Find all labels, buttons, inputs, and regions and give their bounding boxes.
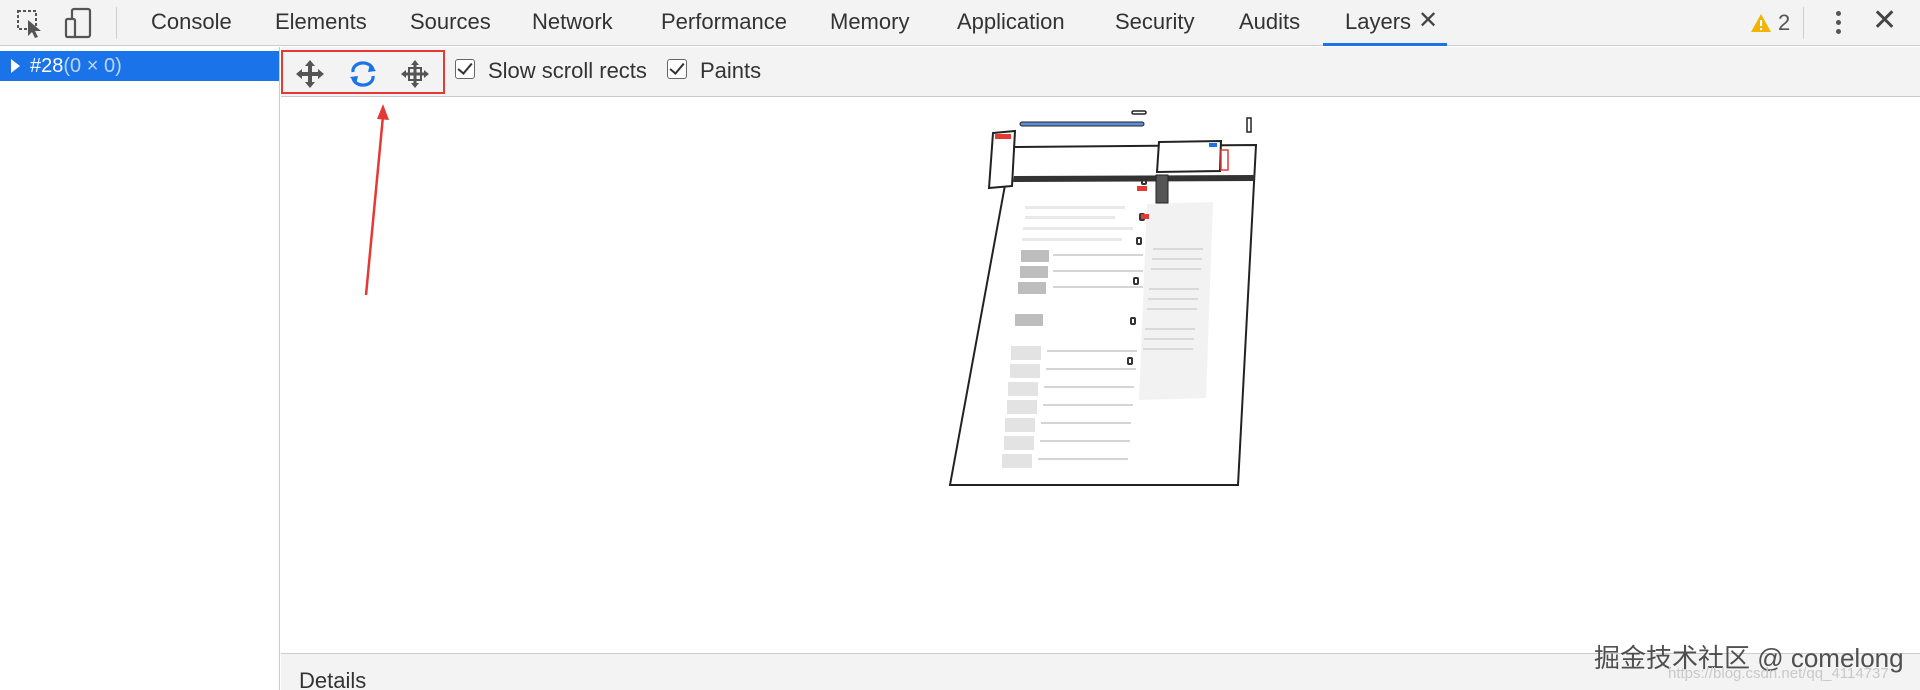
tab-audits[interactable]: Audits [1239, 9, 1301, 34]
tab-console[interactable]: Console [151, 9, 232, 34]
inspect-element-icon[interactable] [13, 6, 47, 40]
device-toolbar-icon[interactable] [62, 6, 96, 40]
rotate-mode-icon[interactable] [347, 58, 379, 90]
close-tab-icon[interactable]: ✕ [1418, 7, 1439, 34]
layer-dimensions: (0 × 0) [63, 54, 122, 77]
layer-composite-canvas[interactable] [281, 98, 1920, 653]
toolbar-divider [116, 7, 117, 39]
floating-layers[interactable] [987, 110, 1252, 204]
page-layer[interactable] [948, 143, 1258, 486]
tab-network[interactable]: Network [532, 9, 613, 34]
warnings-counter[interactable]: 2 [1750, 8, 1790, 38]
watermark-url: https://blog.csdn.net/qq_4114737 [1668, 665, 1889, 682]
details-panel: Details [281, 653, 1920, 690]
tab-memory[interactable]: Memory [830, 9, 910, 34]
toolbar-divider [1803, 7, 1804, 39]
transform-mode-group [281, 50, 445, 94]
layers-3d-viewport[interactable] [281, 98, 1920, 653]
slow-scroll-rects-checkbox[interactable] [455, 59, 475, 79]
tab-application[interactable]: Application [957, 9, 1065, 34]
layers-toolbar: Slow scroll rects Paints [281, 47, 1920, 97]
tab-layers[interactable]: Layers [1345, 9, 1412, 34]
paints-label: Paints [700, 58, 762, 83]
warning-count: 2 [1778, 10, 1791, 35]
active-tab-indicator [1323, 43, 1447, 46]
paints-checkbox[interactable] [667, 59, 687, 79]
annotation-arrow [364, 104, 389, 296]
slow-scroll-rects-label: Slow scroll rects [488, 58, 647, 83]
warning-triangle-icon [1751, 14, 1771, 32]
layer-tree: #28 (0 × 0) [0, 47, 280, 690]
layer-tree-item[interactable]: #28 (0 × 0) [0, 51, 279, 81]
details-header: Details [299, 668, 367, 690]
close-devtools-icon[interactable]: ✕ [1872, 4, 1898, 37]
pan-mode-icon[interactable] [294, 58, 326, 90]
more-options-icon[interactable] [1824, 7, 1852, 39]
tab-sources[interactable]: Sources [410, 9, 491, 34]
devtools-tab-bar: Console Elements Sources Network Perform… [0, 0, 1920, 46]
watermark-text: 掘金技术社区 @ comelong [1594, 643, 1904, 673]
expand-arrow-icon[interactable] [11, 59, 20, 73]
tab-elements[interactable]: Elements [275, 9, 367, 34]
layer-name: #28 [30, 54, 64, 77]
tab-performance[interactable]: Performance [661, 9, 787, 34]
tab-security[interactable]: Security [1115, 9, 1195, 34]
reset-transform-icon[interactable] [399, 58, 431, 90]
